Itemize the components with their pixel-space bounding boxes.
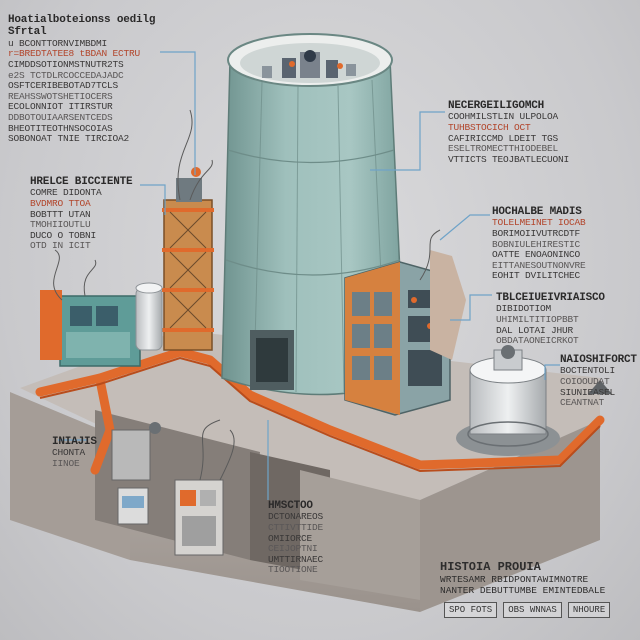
- callout-line: DIBIDOTIOM: [496, 303, 552, 315]
- caption-title: HISTOIA PROUIA: [440, 560, 541, 574]
- callout-line: e2S TCTDLRCOCCEDAJADC: [8, 69, 124, 81]
- callout-line: r=BREDTATEE8 tBDAN ECTRU: [8, 48, 141, 60]
- callout-line: u BCONTTORNVIMBDMI: [8, 37, 108, 49]
- callout-line: TIOOTIONE: [268, 564, 318, 576]
- callout-line: IINOE: [52, 457, 80, 469]
- scaffold-tower: [162, 167, 214, 351]
- callout-line: CIMDDSOTIONMSTNUTR2TS: [8, 58, 124, 70]
- callout-line: ECOLONNIOT ITIRSTUR: [8, 101, 113, 113]
- legend-item: SPO FOTS: [444, 602, 498, 618]
- diagram-legend: SPO FOTS OBS WNNAS NHOURE: [444, 602, 611, 618]
- callout-line: TMOHIIOUTLU: [30, 219, 91, 231]
- callout-line: TOLELMEINET IOCAB: [492, 217, 586, 229]
- callout-line: SIUNIEASEL: [560, 386, 616, 398]
- callout-bottom-left: INIAJIS CHONTA IINOE: [52, 436, 112, 470]
- callout-line: UHIMILTITIOPBBT: [496, 313, 579, 325]
- callout-line: BOBTTT UTAN: [30, 208, 91, 220]
- callout-line: OATTE ENOAONINCO: [492, 249, 581, 261]
- caption-line: WRTESAMR RBIDPONTAWIMNOTRE: [440, 574, 589, 585]
- callout-line: EITTANESOUTNONVRE: [492, 259, 586, 271]
- callout-line: BOCTENTOLI: [560, 365, 616, 377]
- callout-line: DAL LOTAI JHUR: [496, 324, 574, 336]
- callout-title: HRELCE BICCIENTE: [30, 176, 133, 188]
- callout-line: CAFIRICCMD LDEIT TGS: [448, 132, 559, 144]
- callout-title: Hoatialboteionss oedilg Sfrtal: [8, 14, 156, 39]
- callout-line: EOHIT DVILITCHEC: [492, 270, 581, 282]
- callout-line: ESELTROMECTTHIODEBEL: [448, 143, 559, 155]
- callout-bottom-mid: HMSCTOO DCTONAREOS CTTIVTTIDE OMIIORCE C…: [268, 500, 348, 576]
- callout-line: COIOOUDAT: [560, 375, 610, 387]
- callout-line: OSFTCERIBEBOTAD7TCLS: [8, 80, 119, 92]
- callout-lower-right: TBLCEIUEIVRIAISCO DIBIDOTIOM UHIMILTITIO…: [496, 292, 632, 347]
- callout-line: COMRE DIDONTA: [30, 187, 102, 199]
- callout-line: VTTICTS TEOJBATLECUONI: [448, 153, 570, 165]
- legend-item: NHOURE: [567, 602, 611, 618]
- callout-line: OBDATAONEICRKOT: [496, 335, 579, 347]
- callout-title: TBLCEIUEIVRIAISCO: [496, 292, 605, 304]
- callout-top-right: NECERGEILIGOMCH COOHMILSTLIN ULPOLOA TUH…: [448, 100, 628, 165]
- callout-line: REAHSSWOTSHETIOCERS: [8, 90, 113, 102]
- callout-line: OMIIORCE: [268, 532, 313, 544]
- left-machinery: [40, 282, 163, 367]
- diagram-caption: HISTOIA PROUIA WRTESAMR RBIDPONTAWIMNOTR…: [440, 560, 636, 596]
- callout-line: CHONTA: [52, 447, 86, 459]
- callout-title: HMSCTOO: [268, 500, 313, 512]
- callout-line: DDBOTOUIAARSENTCEDS: [8, 112, 113, 123]
- callout-title: INIAJIS: [52, 436, 97, 448]
- callout-line: UMTTIRNAEC: [268, 553, 324, 565]
- underground-equipment: [111, 422, 224, 556]
- callout-line: CEANTNAT: [560, 397, 605, 409]
- caption-line: NANTER DEBUTTUMBE EMINTEDBALE: [440, 585, 606, 596]
- callout-line: DUCO O TOBNI: [30, 229, 97, 241]
- callout-line: BORIMOIIVUTRCDTF: [492, 227, 581, 239]
- callout-mid-right: HOCHALBE MADIS TOLELMEINET IOCAB BORIMOI…: [492, 206, 632, 282]
- conduit-edge: [39, 356, 601, 473]
- callout-line: OTD IN ICIT: [30, 240, 91, 252]
- callout-top-left: Hoatialboteionss oedilg Sfrtal u BCONTTO…: [8, 14, 178, 145]
- callout-line: CEIJOPTNI: [268, 543, 318, 555]
- callout-line: BHEOTITEOTHNSOCOIAS: [8, 122, 113, 134]
- callout-line: SOBONOAT TNIE TIRCIOA2: [8, 133, 130, 145]
- callout-title: NECERGEILIGOMCH: [448, 100, 545, 112]
- callout-title: HOCHALBE MADIS: [492, 206, 582, 218]
- callout-line: TUHBSTOCICH OCT: [448, 121, 531, 133]
- callout-line: COOHMILSTLIN ULPOLOA: [448, 111, 559, 123]
- callout-mid-left: HRELCE BICCIENTE COMRE DIDONTA BVDMRO TT…: [30, 176, 140, 252]
- control-building: [344, 250, 466, 416]
- callout-line: CTTIVTTIDE: [268, 521, 324, 533]
- callout-line: DCTONAREOS: [268, 511, 324, 523]
- callout-leader-lines: [58, 51, 560, 500]
- callout-title: NAIOSHIFORCT: [560, 354, 637, 366]
- legend-item: OBS WNNAS: [503, 602, 562, 618]
- cylinder-unit: [456, 345, 612, 456]
- callout-line: BOBNIULEHIRESTIC: [492, 238, 581, 250]
- callout-line: BVDMRO TTOA: [30, 197, 91, 209]
- callout-far-right: NAIOSHIFORCT BOCTENTOLI COIOOUDAT SIUNIE…: [560, 354, 637, 409]
- cable-bundle: [53, 109, 441, 481]
